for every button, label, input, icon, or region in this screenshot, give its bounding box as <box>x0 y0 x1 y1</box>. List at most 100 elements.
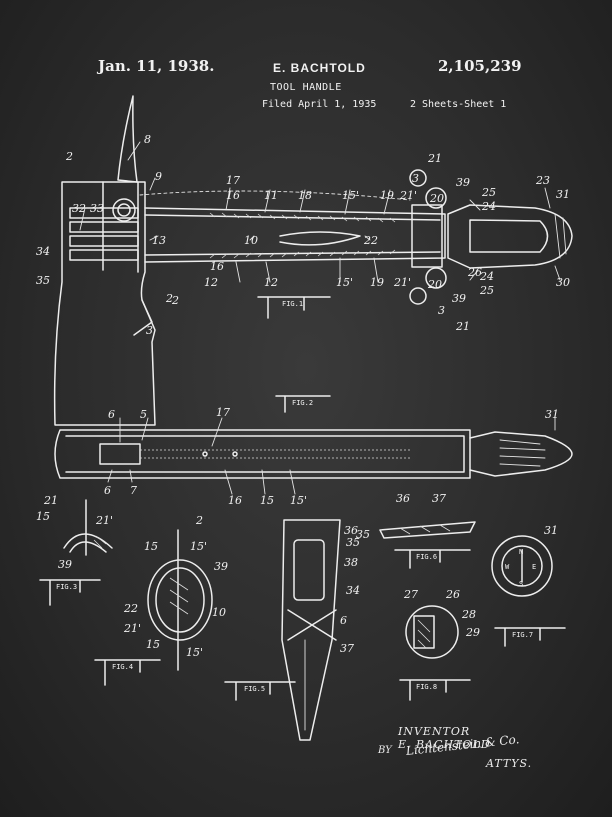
fig8-label-bracket <box>399 679 471 701</box>
compass-e: E <box>532 563 536 571</box>
ref-numeral: 13 <box>152 234 166 247</box>
ref-numeral: 19 <box>370 276 384 289</box>
fig4-ring-drawing <box>94 529 213 686</box>
fig6-label-bracket <box>394 549 471 569</box>
fig7-numerals: 31 <box>544 524 558 537</box>
ref-numeral: 19 <box>380 189 394 202</box>
ref-numeral: 3 <box>438 304 445 317</box>
fig-label-4: FIG.4 <box>112 663 133 671</box>
patent-title: TOOL HANDLE <box>270 82 342 93</box>
fig8-cap-outer <box>405 605 459 659</box>
blade-block-4 <box>69 249 139 261</box>
fig-label-6: FIG.6 <box>416 553 437 561</box>
fig-label-7: FIG.7 <box>512 631 533 639</box>
ref-numeral: 24 <box>481 200 496 213</box>
ref-numeral: 21 <box>43 494 58 507</box>
ref-numeral: 6 <box>340 614 347 627</box>
fig3-clip-arc <box>63 533 113 549</box>
patent-number: 2,105,239 <box>438 57 522 75</box>
fig4-numerals: 2 15 15' 39 22 21' 10 15 15' <box>123 514 228 659</box>
blade-block-3 <box>69 235 139 247</box>
fig4-hatch <box>169 577 189 615</box>
ring-small-bottom <box>409 287 427 305</box>
fig8-hatch <box>417 619 431 649</box>
fig-label-5: FIG.5 <box>244 685 265 693</box>
ring-bottom <box>425 267 447 289</box>
ref-numeral: 37 <box>432 492 446 505</box>
ref-numeral: 15 <box>144 540 158 553</box>
ref-numeral: 20 <box>429 192 444 205</box>
ref-numeral: 17 <box>216 406 230 419</box>
ref-numeral: 30 <box>556 276 570 289</box>
ref-numeral: 21' <box>95 514 113 527</box>
axe-head <box>53 181 156 426</box>
dashed-arc <box>139 190 411 201</box>
fig2-rivet-1 <box>202 451 208 457</box>
eye-inner <box>117 203 131 217</box>
ref-numeral: 3 <box>146 324 153 337</box>
eye-ring <box>112 198 136 222</box>
upper-hatch <box>209 212 396 223</box>
ref-numeral: 10 <box>244 234 258 247</box>
ref-numeral: 28 <box>461 608 476 621</box>
fig-label-2: FIG.2 <box>292 399 313 407</box>
ref-numeral: 34 <box>346 584 360 597</box>
fig8-insert <box>413 615 435 649</box>
signature-inventor-name: E. BACHTOLD <box>398 738 491 751</box>
fig2-handle-drawing <box>54 395 573 495</box>
fig1-numerals: 8 9 2 17 16 11 18 15' 19 21' 20 3 39 25 … <box>36 133 570 337</box>
fig5-window <box>293 539 325 601</box>
ref-numeral: 23 <box>535 174 550 187</box>
ref-numeral: 32 <box>72 202 86 215</box>
signature-inventor-label: INVENTOR <box>398 725 471 738</box>
fig-label-1: FIG.1 <box>282 300 303 308</box>
ref-numeral: 36 <box>396 492 410 505</box>
ref-numeral: 39 <box>214 560 228 573</box>
ref-numeral: 27 <box>403 588 418 601</box>
fig5-blade-drawing <box>224 519 341 741</box>
filed-date: Filed April 1, 1935 <box>262 99 377 110</box>
ref-numeral: 22 <box>123 602 138 615</box>
fig-label-8: FIG.8 <box>416 683 437 691</box>
fig8-cap-drawing <box>399 605 471 701</box>
ref-numeral: 7 <box>130 484 137 497</box>
signature-by: BY <box>378 745 392 756</box>
fig2-dashed-blade <box>140 449 410 459</box>
fig6-detail-drawing <box>379 521 476 569</box>
fig1-leaders <box>79 141 561 283</box>
ref-numeral: 9 <box>155 170 162 183</box>
ref-numeral: 15' <box>290 494 307 507</box>
fig7-compass-drawing <box>491 535 566 647</box>
compass-letters: N E S W <box>505 548 536 588</box>
lower-hatch <box>209 249 396 259</box>
fig2-latch <box>99 443 141 465</box>
fig5-numerals: 36 35 38 34 6 37 <box>340 524 360 655</box>
ref-numeral: 21' <box>399 189 417 202</box>
ref-numeral: 5 <box>140 408 147 421</box>
ref-numeral: 24 <box>479 270 494 283</box>
ref-numeral: 2 <box>171 294 179 307</box>
ref-numeral: 38 <box>344 556 358 569</box>
ref-numeral: 39 <box>58 558 72 571</box>
fig5-cross <box>287 609 337 641</box>
ref-numeral: 15' <box>190 540 207 553</box>
compass-s: S <box>519 580 523 588</box>
fig7-compass-outer <box>491 535 553 597</box>
fig1-label-bracket <box>257 296 331 319</box>
fig4-label-bracket <box>94 659 161 686</box>
ref-numeral: 11 <box>264 189 278 202</box>
ref-numeral: 17 <box>226 174 240 187</box>
ref-numeral: 15 <box>146 638 160 651</box>
ref-numeral: 39 <box>456 176 470 189</box>
ref-numeral: 31 <box>556 188 570 201</box>
fig6-blade <box>379 521 476 539</box>
ref-numeral: 16 <box>228 494 242 507</box>
sheet-count: 2 Sheets-Sheet 1 <box>410 99 507 110</box>
pick-point <box>117 95 138 183</box>
blade-block-2 <box>69 221 139 233</box>
fig2-label-bracket <box>275 395 331 413</box>
fig4-ring-outer <box>147 559 213 641</box>
ref-numeral: 21 <box>455 320 470 333</box>
ref-numeral: 31 <box>545 408 559 421</box>
grip-inner <box>469 219 549 253</box>
